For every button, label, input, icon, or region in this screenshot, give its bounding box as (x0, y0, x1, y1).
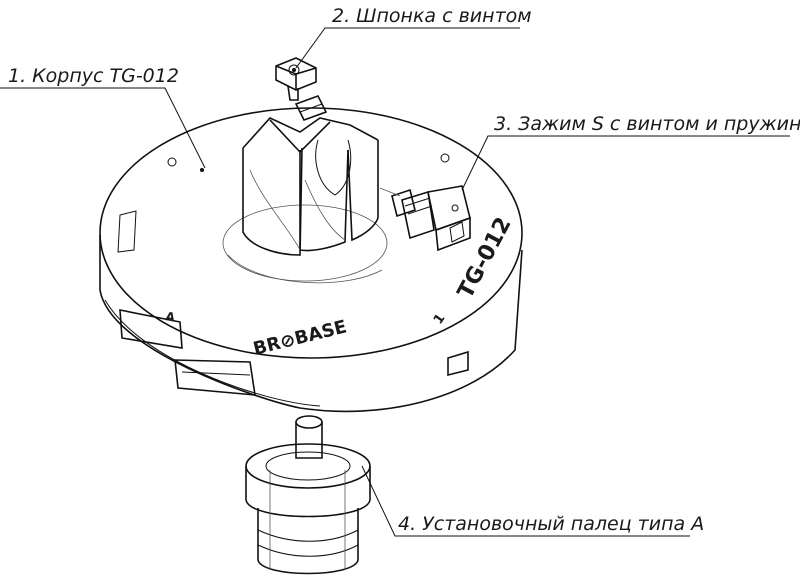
leader-lines (0, 27, 790, 537)
mark-a-engraving: A (164, 309, 176, 325)
center-prism (242, 95, 379, 256)
callout-1-label: 1. Корпус TG-012 (8, 65, 179, 87)
callout-4-label: 4. Установочный палец типа А (398, 513, 704, 535)
locating-pin (245, 415, 371, 575)
callout-3-label: 3. Зажим S с винтом и пружиной (494, 113, 800, 135)
callout-2-label: 2. Шпонка с винтом (332, 5, 532, 27)
key-with-screw (275, 57, 317, 101)
body-tg012 (99, 107, 523, 413)
brand-engraving: BR⊘BASE (251, 316, 349, 359)
mark-1-engraving: 1 (431, 311, 448, 327)
clamp-s (379, 185, 471, 252)
